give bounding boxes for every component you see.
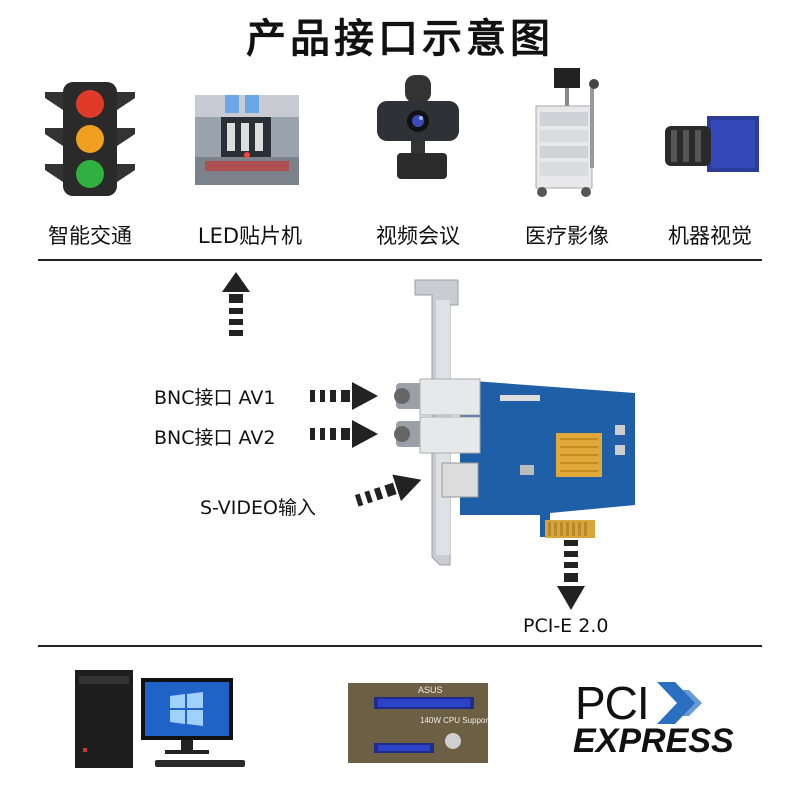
bottom-divider	[38, 645, 762, 647]
arrow-down-icon	[557, 540, 585, 614]
pci-chevron-icon	[657, 682, 702, 724]
application-label-medical: 医疗影像	[525, 224, 609, 248]
traffic-light-icon	[45, 78, 135, 202]
page-title: 产品接口示意图	[246, 16, 554, 62]
smt-machine-icon	[195, 95, 299, 189]
capture-card-icon	[380, 275, 650, 574]
pci-express-logo: PCI EXPRESS	[573, 677, 735, 770]
top-divider	[38, 259, 762, 261]
application-label-conference: 视频会议	[376, 224, 460, 248]
motherboard-icon: ASUS 140W CPU Support	[348, 683, 491, 767]
arrow-right-icon	[310, 382, 378, 414]
svideo-label: S-VIDEO输入	[200, 497, 316, 519]
arrow-up-icon	[222, 272, 250, 346]
arrow-right-icon	[310, 420, 378, 452]
application-label-vision: 机器视觉	[668, 224, 752, 248]
bnc-av2-label: BNC接口 AV2	[154, 427, 276, 449]
desktop-pc-icon	[75, 668, 247, 774]
webcam-icon	[375, 75, 461, 187]
pci-logo-express: EXPRESS	[573, 722, 734, 760]
medical-cart-icon	[528, 68, 608, 202]
pcie-label: PCI-E 2.0	[523, 615, 609, 637]
industrial-camera-icon	[665, 112, 761, 186]
pci-logo-word: PCI	[575, 677, 650, 729]
bnc-av1-label: BNC接口 AV1	[154, 387, 276, 409]
motherboard-text: 140W CPU Support	[420, 716, 488, 725]
application-label-smt: LED贴片机	[197, 224, 303, 248]
application-label-traffic: 智能交通	[48, 224, 132, 248]
arrow-diagonal-icon	[354, 470, 425, 514]
motherboard-brand: ASUS	[418, 685, 443, 695]
